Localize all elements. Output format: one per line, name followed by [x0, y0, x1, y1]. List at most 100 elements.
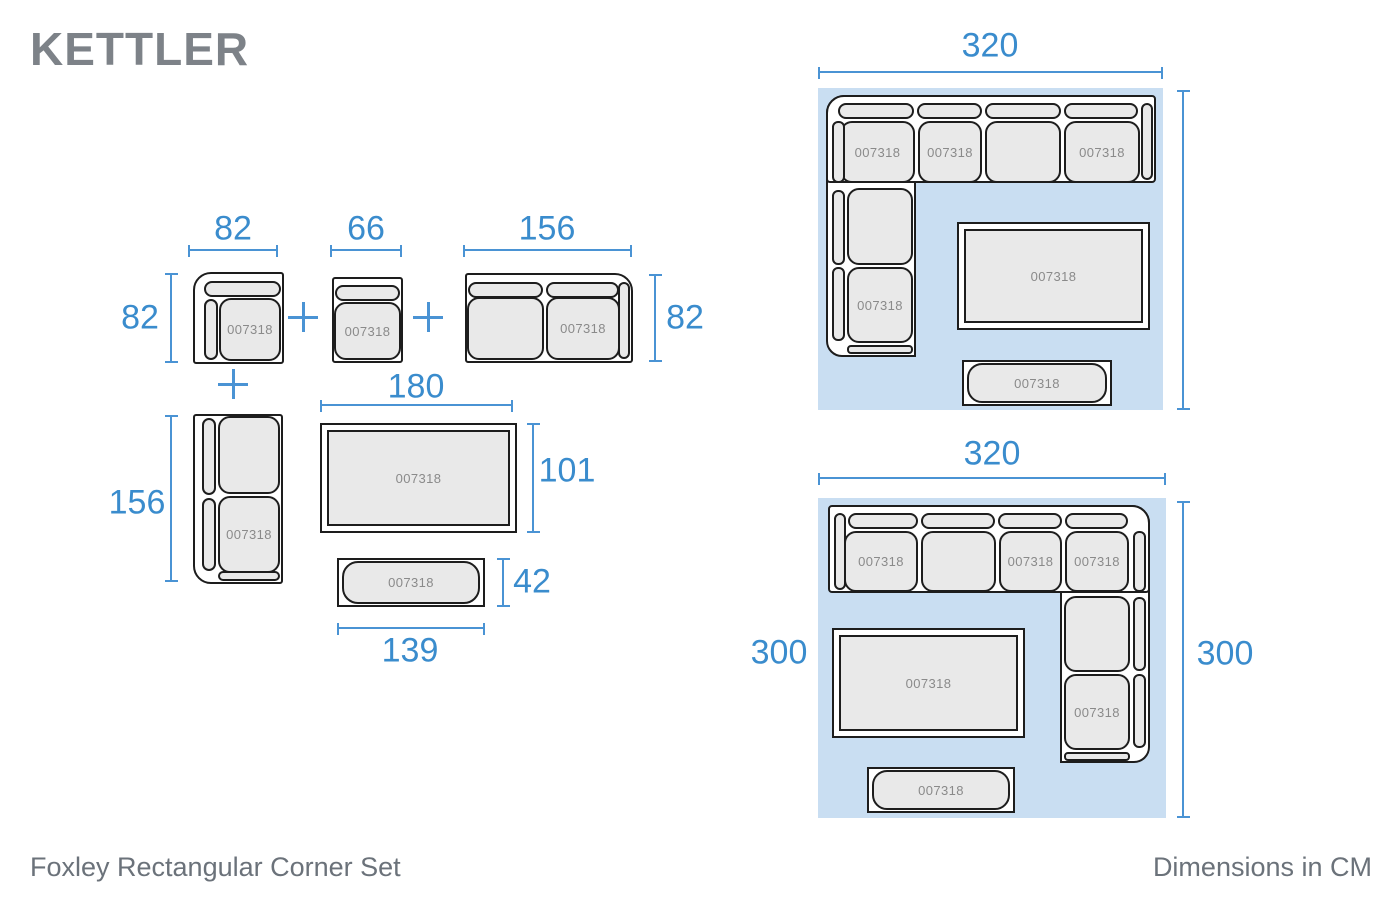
dim-label: 156 [518, 209, 576, 248]
sofa-backrest [1064, 103, 1138, 119]
units-note: Dimensions in CM [1152, 852, 1372, 882]
dim-label: 82 [666, 298, 704, 337]
sofa-backrest [985, 103, 1061, 119]
dim-label: 66 [347, 209, 385, 248]
bench: 007318 [337, 558, 485, 607]
brand-logo: KETTLER [30, 23, 250, 75]
sofa-cushion: 007318 [844, 531, 918, 592]
product-code-label: 007318 [226, 527, 272, 542]
two-seater-sofa: 007318 [465, 273, 633, 363]
product-code-label: 007318 [227, 322, 273, 337]
sofa-cushion: 007318 [1065, 531, 1129, 592]
dim-label: 82 [214, 209, 252, 248]
dim-line [649, 274, 662, 362]
sofa-backrest [848, 513, 918, 529]
dim-line [527, 423, 540, 533]
coffee-table: 007318 [320, 423, 517, 533]
product-code-label: 007318 [388, 575, 434, 590]
dim-line [497, 558, 510, 607]
sofa-cushion [921, 531, 996, 592]
sofa-backrest [1065, 513, 1128, 529]
dim-line [330, 245, 402, 257]
product-code-label: 007318 [1079, 144, 1125, 160]
two-seater-cushion-2: 007318 [546, 297, 620, 360]
product-code-label: 007318 [560, 321, 606, 336]
dim-label: 42 [513, 562, 551, 601]
layout-bottom-table: 007318 [832, 628, 1025, 738]
left-arm-sofa-cushion-1 [218, 416, 280, 494]
sofa-cushion [985, 121, 1061, 183]
sofa-cushion: 007318 [918, 121, 982, 183]
sofa-cushion [1064, 596, 1130, 672]
layout-top-table-inner: 007318 [964, 229, 1143, 323]
sofa-cushion: 007318 [840, 121, 915, 183]
coffee-table-inner: 007318 [327, 430, 510, 526]
sofa-cushion: 007318 [999, 531, 1062, 592]
left-arm-sofa-backrest-1 [202, 418, 216, 495]
product-code-label: 007318 [1030, 268, 1077, 284]
product-code-label: 007318 [1074, 554, 1120, 569]
product-title: Foxley Rectangular Corner Set [30, 852, 401, 882]
dim-label: 300 [750, 633, 808, 672]
left-arm-sofa-cushion-2: 007318 [218, 496, 280, 573]
sofa-backrest [1133, 597, 1146, 671]
product-code-label: 007318 [395, 470, 442, 486]
layout-top-bench: 007318 [962, 360, 1112, 406]
sofa-backrest [1133, 674, 1146, 748]
product-code-label: 007318 [858, 554, 904, 569]
two-seater-cushion-1 [467, 297, 544, 360]
sofa-backrest [998, 513, 1062, 529]
left-arm-sofa: 007318 [193, 414, 283, 584]
armless-chair-backrest [335, 285, 400, 301]
bench-cushion: 007318 [967, 363, 1107, 403]
armless-chair-cushion: 007318 [334, 302, 401, 360]
corner-chair-backrest [204, 281, 281, 297]
dim-line [320, 400, 513, 412]
corner-chair: 007318 [193, 272, 284, 364]
product-code-label: 007318 [1074, 704, 1120, 720]
layout-bottom-table-inner: 007318 [839, 635, 1018, 731]
sofa-backrest [832, 267, 845, 341]
product-code-label: 007318 [905, 675, 952, 691]
layout-bottom-bench: 007318 [867, 767, 1015, 813]
bench-cushion: 007318 [872, 770, 1010, 810]
dim-line [818, 473, 1166, 485]
plus-icon [218, 369, 248, 399]
dim-line [1177, 501, 1190, 818]
coffee-table-top: 007318 [320, 423, 517, 533]
corner-chair-armrest [204, 299, 218, 360]
sofa-backrest [1133, 531, 1146, 592]
dim-label: 139 [381, 631, 439, 670]
dim-line [188, 245, 278, 257]
sofa-backrest [917, 103, 982, 119]
sofa-cushion: 007318 [1064, 121, 1140, 183]
left-arm-sofa-backrest-2 [202, 498, 216, 571]
dim-line [1177, 90, 1190, 410]
product-code-label: 007318 [927, 144, 973, 160]
sofa-backrest [838, 103, 914, 119]
dim-line [818, 67, 1163, 79]
sofa-backrest [832, 121, 845, 183]
plus-icon [413, 302, 443, 332]
dim-label: 320 [961, 26, 1019, 65]
sofa-cushion: 007318 [847, 267, 913, 343]
sofa-backrest [832, 190, 845, 265]
sofa-backrest [921, 513, 995, 529]
dim-label: 300 [1196, 634, 1254, 673]
sofa-cushion [847, 188, 913, 265]
armless-chair: 007318 [332, 277, 403, 363]
sofa-armrest [1141, 103, 1153, 180]
dim-label: 156 [108, 483, 166, 522]
two-seater-backrest-1 [468, 282, 543, 298]
product-code-label: 007318 [1007, 554, 1054, 569]
corner-chair-cushion: 007318 [219, 298, 281, 361]
dim-line [165, 273, 178, 363]
sofa-cushion: 007318 [1064, 674, 1130, 750]
product-code-label: 007318 [857, 297, 903, 313]
dim-label: 320 [963, 434, 1021, 473]
left-arm-sofa-armrest [218, 571, 280, 581]
dim-line [463, 245, 632, 257]
sofa-armrest [847, 345, 913, 354]
product-code-label: 007318 [344, 323, 391, 339]
